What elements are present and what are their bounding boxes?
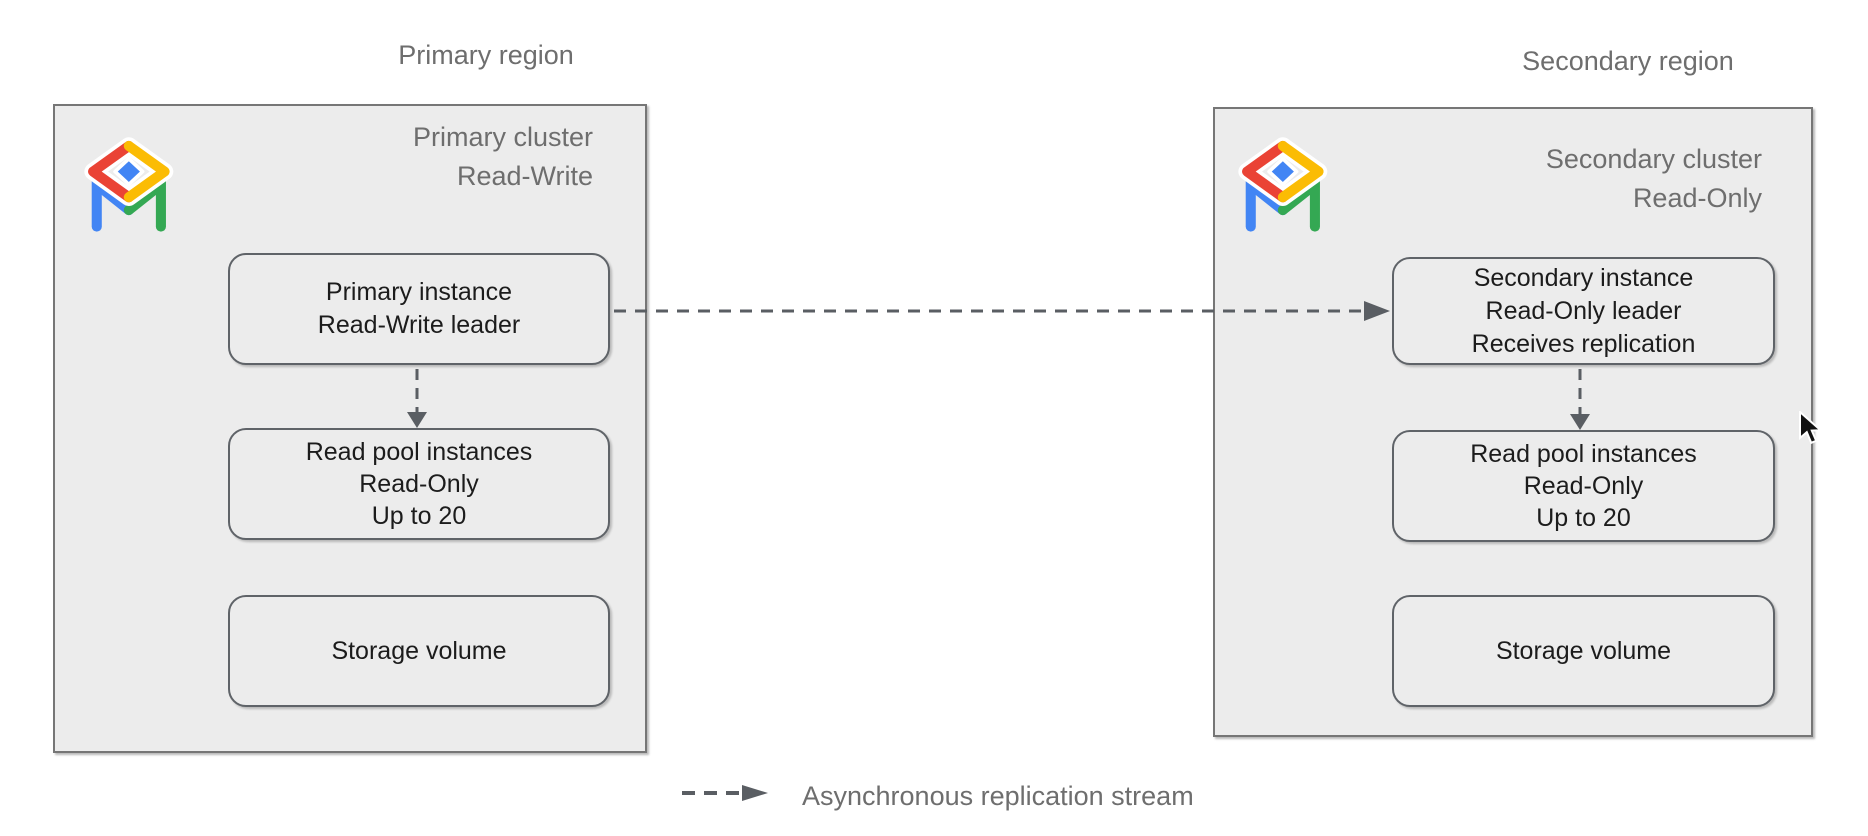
legend-arrow-icon [682, 785, 768, 801]
primary-instance-line2: Read-Write leader [317, 311, 521, 339]
secondary-cluster-title: Secondary cluster Read-Only [1462, 140, 1762, 218]
secondary-storage-node: Storage volume [1392, 595, 1775, 707]
secondary-read-pool-node: Read pool instances Read-Only Up to 20 [1392, 430, 1775, 542]
secondary-instance-line2: Read-Only leader [1485, 296, 1682, 325]
secondary-read-pool-line2: Read-Only [1523, 472, 1644, 500]
secondary-read-pool-line3: Up to 20 [1536, 504, 1631, 532]
secondary-read-pool-line1: Read pool instances [1470, 440, 1697, 468]
alloydb-icon [1238, 137, 1328, 232]
secondary-region-label: Secondary region [1522, 46, 1734, 76]
legend-label: Asynchronous replication stream [802, 781, 1194, 811]
secondary-instance-line1: Secondary instance [1473, 263, 1694, 292]
secondary-instance-node: Secondary instance Read-Only leader Rece… [1392, 257, 1775, 365]
secondary-instance-line3: Receives replication [1471, 329, 1696, 358]
primary-cluster-title-line2: Read-Write [456, 161, 593, 191]
secondary-cluster-title-line1: Secondary cluster [1545, 144, 1762, 174]
primary-read-pool-line3: Up to 20 [371, 502, 467, 530]
mouse-cursor [1799, 411, 1824, 445]
primary-cluster-title: Primary cluster Read-Write [293, 118, 593, 196]
primary-instance-line1: Primary instance [325, 278, 513, 306]
primary-instance-node: Primary instance Read-Write leader [228, 253, 610, 365]
alloydb-icon [84, 137, 174, 232]
primary-read-pool-line1: Read pool instances [305, 438, 533, 466]
primary-read-pool-node: Read pool instances Read-Only Up to 20 [228, 428, 610, 540]
secondary-storage-line1: Storage volume [1495, 636, 1672, 665]
primary-region-label: Primary region [398, 40, 574, 70]
primary-read-pool-line2: Read-Only [359, 470, 479, 498]
secondary-cluster-title-line2: Read-Only [1632, 183, 1762, 213]
primary-cluster-title-line1: Primary cluster [412, 122, 593, 152]
primary-storage-node: Storage volume [228, 595, 610, 707]
primary-storage-line1: Storage volume [331, 636, 507, 665]
